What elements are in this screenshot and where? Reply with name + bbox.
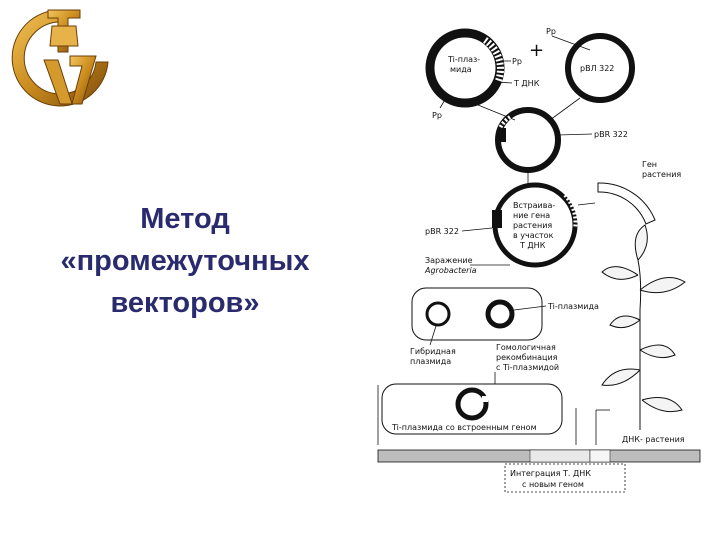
pp-right-of-ti: Pp — [512, 57, 522, 66]
pbr322-mid-label: pBR 322 — [594, 130, 628, 139]
insertion-text-2: ние гена — [513, 211, 550, 220]
pbr322-plasmid-top — [565, 33, 635, 103]
plant-dna-bar — [377, 449, 701, 463]
gene-of-plant-line1: Ген — [642, 160, 657, 169]
plant-illustration — [601, 224, 686, 430]
slide-title: Метод «промежуточных векторов» — [20, 198, 350, 324]
infection-label-line2: Agrobacteria — [424, 266, 477, 275]
insertion-plasmid-circle — [492, 182, 578, 268]
integration-line2: с новым геном — [522, 480, 584, 489]
ti-with-genome-label: Ti-плазмида со встроенным геном — [391, 423, 537, 432]
ti-plasmid-in-circle-line2: мида — [450, 65, 472, 74]
pp-bottom-left: Pp — [432, 111, 442, 120]
plus-sign: + — [529, 40, 544, 61]
plant-dna-label: ДНК- растения — [622, 435, 685, 444]
homologous-recomb-line3: с Ti-плазмидой — [496, 363, 559, 372]
ti-plasmid-label: Ti-плазмида — [547, 302, 599, 311]
pvl322-label: pВЛ 322 — [580, 64, 614, 73]
title-line-3: векторов» — [110, 287, 260, 319]
pp-top: Pp — [546, 27, 556, 36]
homologous-recomb-line2: рекомбинация — [496, 353, 558, 362]
gene-of-plant-line2: растения — [642, 170, 681, 179]
pbr322-left-label: pBR 322 — [425, 227, 459, 236]
title-line-1: Метод — [140, 203, 230, 235]
t-dna-label-top: Т ДНК — [513, 79, 540, 88]
ti-plasmid-circle — [425, 28, 505, 108]
homologous-recomb-line1: Гомологичная — [496, 343, 556, 352]
agrobacterium-cell — [411, 287, 543, 341]
title-line-2: «промежуточных — [60, 245, 310, 277]
integration-line1: Интеграция Т. ДНК — [510, 469, 591, 478]
infection-label-line1: Заражение — [425, 256, 473, 265]
hybrid-plasmid-line1: Гибридная — [410, 347, 456, 356]
ti-plasmid-in-circle-line1: Ti-плаз- — [447, 55, 480, 64]
hybrid-plasmid-line2: плазмида — [410, 357, 451, 366]
insertion-text-3: растения — [513, 221, 552, 230]
insertion-text-5: Т ДНК — [519, 241, 546, 250]
recombinant-plasmid-circle — [495, 107, 561, 173]
agrobacterium-with-gene — [381, 383, 563, 435]
plant-gene-fragment — [597, 182, 656, 225]
insertion-text-1: Встраива- — [513, 201, 555, 210]
intermediate-vector-diagram: Ti-плаз- мида Pp Т ДНК Pp + Pp pВЛ 322 p… — [377, 27, 701, 493]
logo — [11, 9, 109, 107]
insertion-text-4: в участок — [513, 231, 554, 240]
